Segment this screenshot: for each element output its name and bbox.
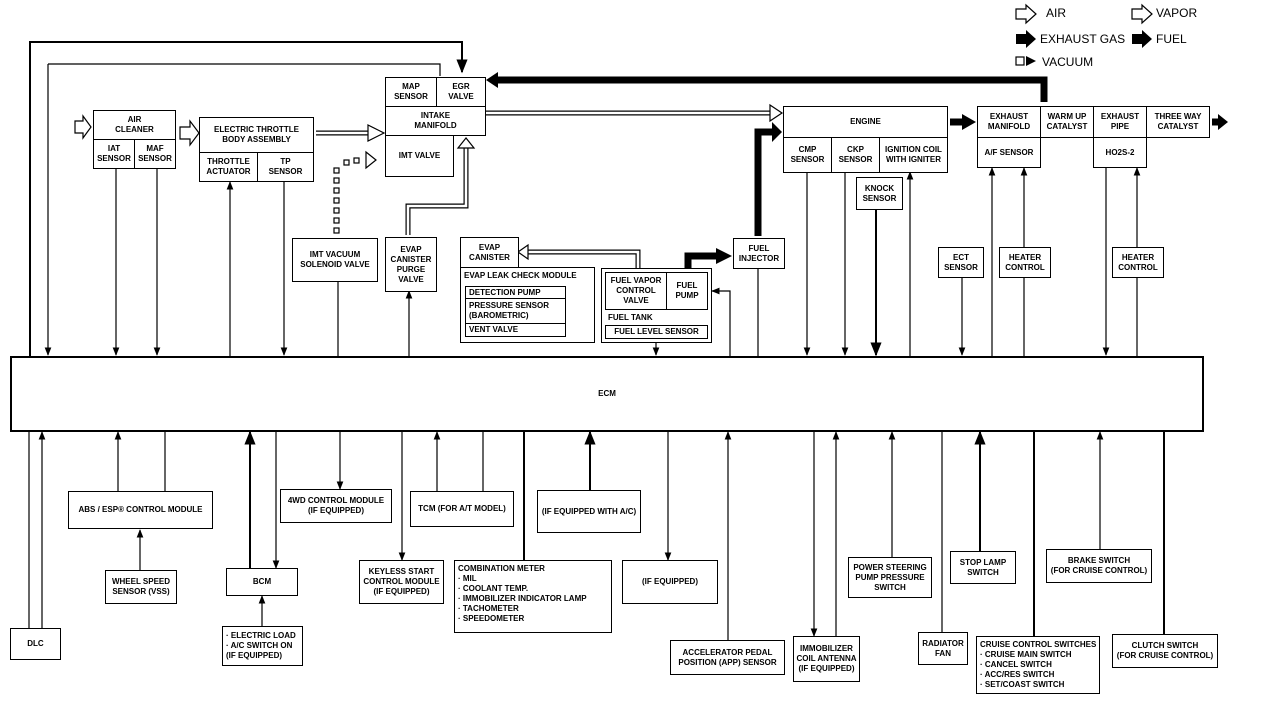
combination-meter: COMBINATION METER · MIL · COOLANT TEMP. … [454, 560, 612, 633]
map-sensor: MAP SENSOR [385, 77, 437, 107]
cruise-control-switches: CRUISE CONTROL SWITCHES · CRUISE MAIN SW… [976, 636, 1100, 694]
electric-throttle-body: ELECTRIC THROTTLE BODY ASSEMBLY [199, 117, 314, 153]
ignition-coil: IGNITION COIL WITH IGNITER [879, 137, 948, 173]
stop-lamp-switch: STOP LAMP SWITCH [950, 551, 1016, 584]
intake-manifold: INTAKE MANIFOLD [385, 106, 486, 136]
exhaust-pipe: EXHAUST PIPE [1093, 106, 1147, 138]
brake-switch: BRAKE SWITCH (FOR CRUISE CONTROL) [1046, 549, 1152, 583]
legend-air: AIR [1046, 6, 1067, 20]
fuel-pump: FUEL PUMP [666, 272, 708, 310]
ho2s-2: HO2S-2 [1093, 137, 1147, 168]
keyless-start-control-module: KEYLESS START CONTROL MODULE (IF EQUIPPE… [359, 560, 444, 604]
ac-equipped-box: (IF EQUIPPED WITH A/C) [537, 490, 641, 533]
clutch-switch: CLUTCH SWITCH (FOR CRUISE CONTROL) [1112, 634, 1218, 668]
vent-valve: VENT VALVE [465, 323, 566, 337]
heater-control-af: HEATER CONTROL [999, 247, 1051, 278]
dlc: DLC [10, 628, 61, 660]
legend-vacuum: VACUUM [1042, 55, 1094, 69]
air-cleaner: AIR CLEANER [93, 110, 176, 140]
power-steering-pressure-switch: POWER STEERING PUMP PRESSURE SWITCH [848, 557, 932, 598]
radiator-fan: RADIATOR FAN [918, 632, 968, 665]
ecm: ECM [10, 356, 1204, 432]
throttle-actuator: THROTTLE ACTUATOR [199, 152, 258, 182]
fuel-tank-label: FUEL TANK [608, 312, 653, 322]
iat-sensor: IAT SENSOR [93, 139, 135, 169]
ckp-sensor: CKP SENSOR [831, 137, 880, 173]
exhaust-manifold: EXHAUST MANIFOLD [977, 106, 1041, 138]
tp-sensor: TP SENSOR [257, 152, 314, 182]
app-sensor: ACCELERATOR PEDAL POSITION (APP) SENSOR [670, 640, 785, 675]
fuel-injector: FUEL INJECTOR [733, 238, 785, 269]
three-way-catalyst: THREE WAY CATALYST [1146, 106, 1210, 138]
ect-sensor: ECT SENSOR [938, 247, 984, 278]
cmp-sensor: CMP SENSOR [783, 137, 832, 173]
knock-sensor: KNOCK SENSOR [856, 177, 903, 210]
imt-vacuum-solenoid-valve: IMT VACUUM SOLENOID VALVE [292, 238, 378, 282]
engine: ENGINE [783, 106, 948, 138]
abs-esp-control-module: ABS / ESP® CONTROL MODULE [68, 491, 213, 529]
evap-canister-purge-valve: EVAP CANISTER PURGE VALVE [385, 237, 437, 292]
evap-canister: EVAP CANISTER [460, 237, 519, 268]
legend-exhaust-gas: EXHAUST GAS [1040, 32, 1126, 46]
if-equipped-box: (IF EQUIPPED) [622, 560, 718, 604]
warm-up-catalyst: WARM UP CATALYST [1040, 106, 1094, 138]
4wd-control-module: 4WD CONTROL MODULE (IF EQUIPPED) [280, 489, 392, 523]
electric-load-ac-switch: · ELECTRIC LOAD · A/C SWITCH ON (IF EQUI… [222, 626, 303, 666]
fuel-vapor-control-valve: FUEL VAPOR CONTROL VALVE [605, 272, 667, 310]
heater-control-ho2s: HEATER CONTROL [1112, 247, 1164, 278]
fuel-level-sensor: FUEL LEVEL SENSOR [605, 325, 708, 339]
legend-fuel: FUEL [1156, 32, 1187, 46]
egr-valve: EGR VALVE [436, 77, 486, 107]
bcm: BCM [226, 568, 298, 596]
wheel-speed-sensor: WHEEL SPEED SENSOR (VSS) [105, 570, 177, 604]
pressure-sensor: PRESSURE SENSOR (BAROMETRIC) [465, 298, 566, 324]
af-sensor: A/F SENSOR [977, 137, 1041, 168]
tcm: TCM (FOR A/T MODEL) [410, 491, 514, 527]
legend-vapor: VAPOR [1156, 6, 1198, 20]
imt-valve: IMT VALVE [385, 135, 454, 177]
maf-sensor: MAF SENSOR [134, 139, 176, 169]
immobilizer-coil-antenna: IMMOBILIZER COIL ANTENNA (IF EQUIPPED) [793, 636, 860, 682]
